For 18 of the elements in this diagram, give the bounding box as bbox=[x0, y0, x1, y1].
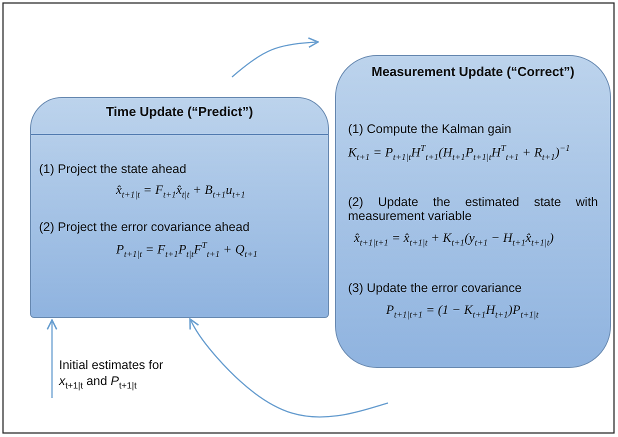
box-title: Measurement Update (“Correct”) bbox=[370, 64, 576, 81]
formula: x̂$_{t+1|t+1}$ = x̂$_{t+1|t}$ + K$_{t+1}$(y$_{t+1}$ − H$_{t+1}$x̂$_{t+1|t}$) bbox=[354, 230, 554, 248]
rounded-process-box bbox=[30, 97, 329, 318]
step-text: (2) Project the error covariance ahead bbox=[39, 221, 250, 235]
arrow bbox=[46, 319, 58, 398]
rounded-process-box bbox=[335, 55, 611, 368]
formula: K$_{t+1}$ = P$_{t+1|t}$H$^{T}$$_{t+1}$(H$_{t+1}$P$_{t+1|t}$H$^{T}$$_{t+1}$ + R$_{t+1}$)$^{−1}$ bbox=[348, 143, 570, 162]
formula: P$_{t+1|t+1}$ = (1 − K$_{t+1}$H$_{t+1}$)P$_{t+1|t}$ bbox=[386, 302, 539, 320]
box-title: Time Update (“Predict”) bbox=[31, 104, 328, 135]
step-text: (3) Update the error covariance bbox=[348, 282, 522, 296]
formula: P$_{t+1|t}$ = F$_{t+1}$P$_{t|t}$F$^{T}$$_{t+1}$ + Q$_{t+1}$ bbox=[116, 240, 258, 259]
step-text: (2) Update the estimated state with measurement variable bbox=[348, 196, 598, 224]
step-text: (1) Compute the Kalman gain bbox=[348, 123, 512, 137]
formula: x̂$_{t+1|t}$ = F$_{t+1}$x̂$_{t|t}$ + B$_{t+1}$u$_{t+1}$ bbox=[116, 182, 246, 200]
arrow bbox=[189, 318, 388, 418]
step-text: (1) Project the state ahead bbox=[39, 163, 186, 177]
note-text: Initial estimates for x$_{t+1|t}$ and P$_{t+1|t}$ bbox=[58, 357, 164, 393]
arrow bbox=[232, 37, 319, 78]
